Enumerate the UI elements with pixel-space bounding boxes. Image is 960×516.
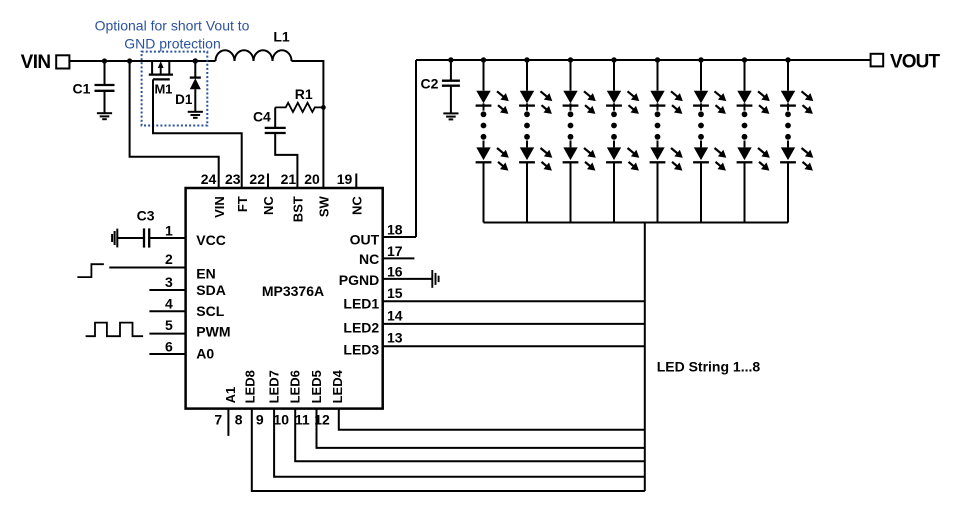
svg-text:Optional for short Vout to: Optional for short Vout to: [95, 18, 250, 34]
svg-text:PWM: PWM: [196, 324, 230, 340]
svg-text:14: 14: [387, 308, 403, 324]
svg-text:20: 20: [304, 171, 320, 187]
svg-text:24: 24: [201, 171, 217, 187]
svg-text:1: 1: [165, 223, 173, 239]
svg-text:8: 8: [235, 411, 243, 427]
svg-text:C2: C2: [421, 76, 439, 92]
svg-text:NC: NC: [350, 196, 365, 215]
svg-text:VCC: VCC: [196, 232, 226, 248]
svg-text:SCL: SCL: [196, 303, 224, 319]
svg-text:PGND: PGND: [339, 272, 379, 288]
svg-text:C3: C3: [137, 208, 155, 224]
svg-text:MP3376A: MP3376A: [262, 283, 324, 299]
svg-text:C1: C1: [73, 80, 91, 96]
svg-text:LED4: LED4: [330, 369, 345, 403]
svg-text:LED6: LED6: [288, 370, 303, 403]
svg-text:FT: FT: [235, 196, 250, 212]
svg-text:12: 12: [314, 411, 330, 427]
svg-text:13: 13: [387, 330, 403, 346]
svg-text:NC: NC: [359, 251, 379, 267]
svg-text:VOUT: VOUT: [890, 52, 940, 73]
svg-text:19: 19: [337, 171, 353, 187]
svg-text:10: 10: [273, 411, 289, 427]
svg-text:23: 23: [225, 171, 241, 187]
svg-text:R1: R1: [295, 86, 313, 102]
svg-text:LED1: LED1: [343, 296, 379, 312]
svg-text:LED3: LED3: [343, 342, 379, 358]
svg-text:VIN: VIN: [21, 52, 51, 73]
svg-text:16: 16: [387, 263, 403, 279]
svg-text:A1: A1: [223, 387, 238, 404]
svg-text:21: 21: [281, 171, 297, 187]
svg-text:M1: M1: [155, 81, 173, 96]
svg-text:LED7: LED7: [266, 370, 281, 403]
svg-text:LED5: LED5: [309, 370, 324, 403]
svg-text:5: 5: [165, 317, 173, 333]
svg-text:C4: C4: [253, 108, 271, 124]
svg-text:18: 18: [387, 222, 403, 238]
svg-text:LED8: LED8: [242, 370, 257, 403]
svg-text:LED String 1...8: LED String 1...8: [657, 359, 761, 375]
svg-text:7: 7: [214, 411, 222, 427]
svg-text:6: 6: [165, 339, 173, 355]
svg-text:EN: EN: [196, 265, 215, 281]
svg-text:OUT: OUT: [350, 231, 380, 247]
svg-text:22: 22: [249, 171, 265, 187]
svg-text:17: 17: [387, 243, 403, 259]
svg-text:SW: SW: [317, 195, 332, 217]
svg-text:4: 4: [165, 295, 173, 311]
svg-text:3: 3: [165, 274, 173, 290]
svg-text:D1: D1: [175, 92, 193, 107]
svg-text:NC: NC: [261, 196, 276, 215]
svg-text:VIN: VIN: [212, 196, 227, 218]
svg-text:15: 15: [387, 285, 403, 301]
svg-text:GND protection: GND protection: [124, 35, 220, 51]
svg-text:LED2: LED2: [343, 319, 379, 335]
svg-text:11: 11: [295, 411, 310, 427]
svg-text:A0: A0: [196, 345, 214, 361]
svg-text:BST: BST: [291, 196, 306, 222]
svg-text:2: 2: [165, 251, 173, 267]
svg-text:9: 9: [256, 411, 264, 427]
svg-text:SDA: SDA: [196, 282, 226, 298]
svg-text:L1: L1: [273, 29, 290, 45]
